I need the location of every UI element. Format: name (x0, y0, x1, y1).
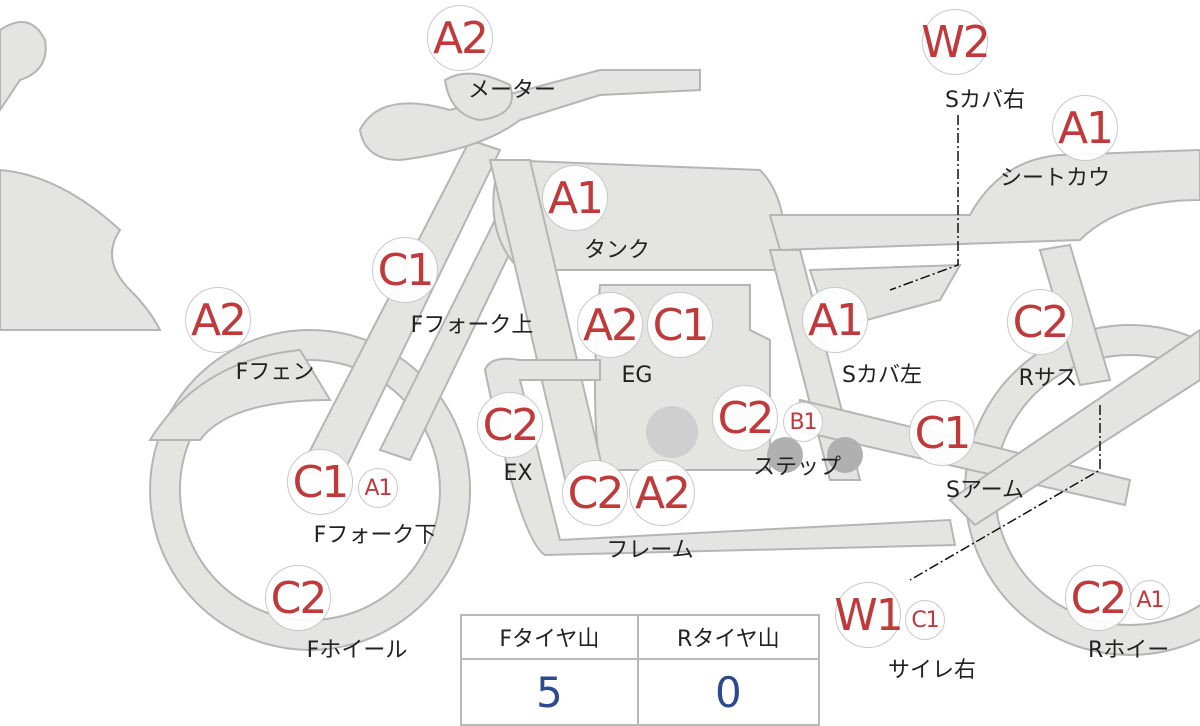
grade-badge: C1 (647, 292, 713, 358)
part-label-rear-wheel: Rホイー (1088, 638, 1170, 663)
engine-cover (646, 406, 698, 458)
handlebar (358, 69, 701, 162)
grade-badge: C2 (562, 460, 628, 526)
part-label-side-cover-left: Sカバ左 (842, 363, 922, 388)
grade-badge: W2 (921, 9, 991, 75)
rear-tire-value: 0 (636, 658, 821, 726)
rear-tire-header: Rタイヤ山 (636, 614, 821, 660)
leader-line-silencer (909, 405, 1101, 581)
part-label-front-fork-upper: Fフォーク上 (410, 313, 534, 338)
grade-badge: A1 (1052, 95, 1118, 161)
part-label-frame: フレーム (606, 538, 694, 563)
grade-badge: C2 (265, 565, 331, 631)
silencer (948, 328, 1200, 527)
part-label-rear-suspension: Rサス (1018, 366, 1078, 391)
grade-badge: C2 (477, 392, 543, 458)
leader-line-side-cover-right (889, 115, 959, 291)
grade-badge-small: C1 (905, 600, 945, 640)
footpeg-right (827, 437, 863, 473)
grade-badge: A2 (629, 460, 695, 526)
grade-badge: C1 (287, 449, 353, 515)
grade-badge: A2 (577, 292, 643, 358)
part-label-step: ステップ (752, 455, 842, 480)
part-label-exhaust: EX (503, 461, 533, 486)
grade-badge: A2 (427, 5, 493, 71)
part-label-tank: タンク (583, 238, 651, 263)
grade-badge: A1 (802, 287, 868, 353)
front-fender (148, 348, 332, 441)
grade-badge-small: B1 (783, 402, 823, 442)
grade-badge: C1 (909, 400, 975, 466)
meter-housing (443, 72, 513, 122)
footpeg-left (767, 437, 803, 473)
grade-badge: C1 (372, 237, 438, 303)
part-label-meter: メーター (467, 78, 557, 103)
front-tire-header: Fタイヤ山 (460, 614, 639, 660)
part-label-swing-arm: Sアーム (946, 478, 1024, 503)
part-label-front-fork-lower: Fフォーク下 (313, 523, 437, 548)
front-tire-value: 5 (460, 658, 639, 726)
grade-badge: C2 (712, 385, 778, 451)
grade-badge: A1 (542, 165, 608, 231)
part-label-front-fender: Fフェン (235, 360, 315, 385)
part-label-seat-cowl: シートカウ (1000, 166, 1111, 191)
grade-badge-small: A1 (358, 468, 398, 508)
seat (768, 148, 1200, 252)
grade-badge: C2 (1065, 565, 1131, 631)
part-label-silencer-right: サイレ右 (887, 658, 977, 683)
part-label-engine: EG (621, 363, 653, 388)
tire-tread-table: Fタイヤ山 Rタイヤ山 5 0 (460, 614, 821, 726)
part-label-front-wheel: Fホイール (306, 638, 408, 663)
exhaust-pipe (483, 357, 957, 557)
grade-badge-small: A1 (1130, 580, 1170, 620)
grade-badge: W1 (834, 582, 904, 648)
part-label-side-cover-right: Sカバ右 (945, 88, 1025, 113)
grade-badge: C2 (1007, 289, 1073, 355)
headlight-fairing (0, 168, 162, 331)
windshield (0, 21, 47, 112)
grade-badge: A2 (185, 287, 251, 353)
